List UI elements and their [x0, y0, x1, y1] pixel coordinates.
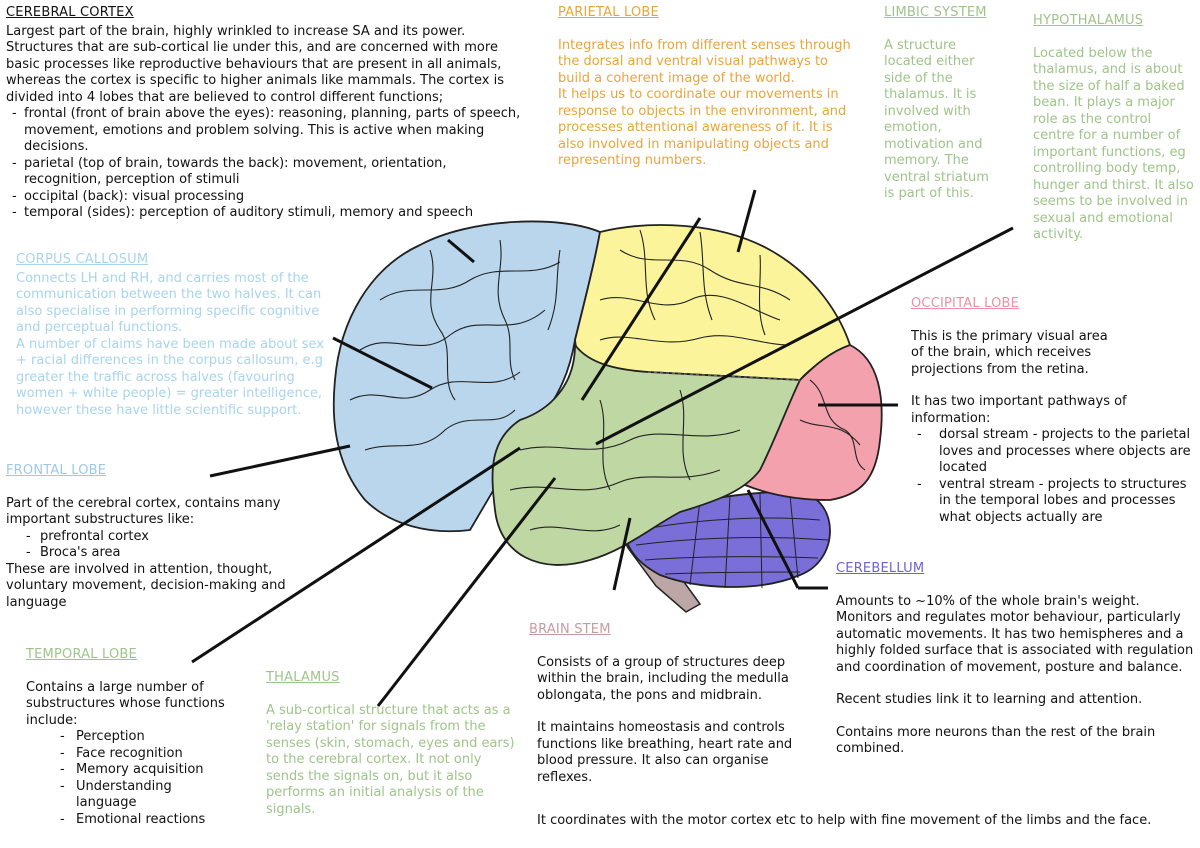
occipital-block: OCCIPITAL LOBE This is the primary visua…: [911, 296, 1197, 526]
thalamus-text: A sub-cortical structure that acts as a …: [266, 702, 515, 817]
cerebellum-text-2: Recent studies link it to learning and a…: [836, 692, 1143, 707]
cortex-item-occipital: occipital (back): visual processing: [6, 189, 526, 206]
thalamus-title: THALAMUS: [266, 670, 340, 685]
occipital-item-dorsal: dorsal stream - projects to the parietal…: [911, 427, 1197, 477]
thalamus-block: THALAMUS A sub-cortical structure that a…: [266, 670, 516, 818]
frontal-block: FRONTAL LOBE Part of the cerebral cortex…: [6, 463, 306, 611]
cerebellum-text-1: Amounts to ~10% of the whole brain's wei…: [836, 593, 1194, 675]
temporal-item-memory: Memory acquisition: [26, 762, 250, 779]
occipital-text-2: It has two important pathways of informa…: [911, 394, 1127, 426]
temporal-item-emotion: Emotional reactions: [26, 812, 250, 829]
temporal-item-face: Face recognition: [26, 746, 250, 763]
parietal-title: PARIETAL LOBE: [558, 5, 659, 20]
frontal-text-2: These are involved in attention, thought…: [6, 561, 286, 610]
corpus-block: CORPUS CALLOSUM Connects LH and RH, and …: [16, 252, 334, 419]
cerebellum-text-3: Contains more neurons than the rest of t…: [836, 724, 1156, 757]
stem-title: BRAIN STEM: [529, 622, 611, 637]
stem-text-1: Consists of a group of structures deep w…: [537, 654, 789, 703]
temporal-title: TEMPORAL LOBE: [26, 647, 137, 662]
occipital-item-ventral: ventral stream - projects to structures …: [911, 477, 1197, 527]
gyri-lines: [349, 229, 866, 532]
corpus-text-2: A number of claims have been made about …: [16, 336, 325, 418]
cortex-item-frontal: frontal (front of brain above the eyes):…: [6, 106, 526, 156]
frontal-title: FRONTAL LOBE: [6, 463, 107, 478]
limbic-text: A structure located either side of the t…: [884, 37, 989, 202]
cortex-list: frontal (front of brain above the eyes):…: [6, 106, 526, 222]
hypothalamus-text: Located below the thalamus, and is about…: [1033, 45, 1194, 243]
cortex-block: CEREBRAL CORTEX Largest part of the brai…: [6, 5, 526, 222]
cerebellum-block: CEREBELLUM Amounts to ~10% of the whole …: [836, 561, 1196, 758]
cortex-item-parietal: parietal (top of brain, towards the back…: [6, 156, 526, 189]
cerebellum-title: CEREBELLUM: [836, 561, 925, 576]
frontal-item-prefrontal: prefrontal cortex: [6, 529, 306, 546]
hypothalamus-block: HYPOTHALAMUS Located below the thalamus,…: [1033, 13, 1195, 244]
leader-lines: [191, 189, 1014, 707]
cortex-item-temporal: temporal (sides): perception of auditory…: [6, 205, 526, 222]
frontal-list: prefrontal cortex Broca's area: [6, 529, 306, 562]
parietal-text-2: It helps us to coordinate our movements …: [558, 87, 847, 168]
occipital-list: dorsal stream - projects to the parietal…: [911, 427, 1197, 526]
occipital-title: OCCIPITAL LOBE: [911, 296, 1020, 311]
cerebellum-folds: [635, 493, 829, 589]
limbic-block: LIMBIC SYSTEM A structure located either…: [884, 5, 1002, 203]
stem-text-2: It maintains homeostasis and controls fu…: [537, 720, 793, 785]
stem-block: BRAIN STEM Consists of a group of struct…: [529, 622, 819, 786]
temporal-item-language: Understanding language: [26, 779, 226, 812]
frontal-text-1: Part of the cerebral cortex, contains ma…: [6, 495, 281, 528]
frontal-item-broca: Broca's area: [6, 545, 306, 562]
parietal-block: PARIETAL LOBE Integrates info from diffe…: [558, 5, 860, 170]
occipital-text-1: This is the primary visual area of the b…: [911, 328, 1108, 377]
temporal-text: Contains a large number of substructures…: [26, 679, 225, 728]
corpus-title: CORPUS CALLOSUM: [16, 252, 149, 267]
corpus-text-1: Connects LH and RH, and carries most of …: [16, 270, 322, 336]
parietal-lobe-region: [574, 224, 852, 381]
temporal-list: Perception Face recognition Memory acqui…: [26, 729, 250, 828]
hypothalamus-title: HYPOTHALAMUS: [1033, 13, 1144, 28]
cortex-title: CEREBRAL CORTEX: [6, 5, 134, 20]
cortex-intro: Largest part of the brain, highly wrinkl…: [6, 23, 504, 105]
limbic-title: LIMBIC SYSTEM: [884, 5, 987, 20]
temporal-block: TEMPORAL LOBE Contains a large number of…: [26, 647, 250, 828]
parietal-text-1: Integrates info from different senses th…: [558, 37, 851, 86]
temporal-item-perception: Perception: [26, 729, 250, 746]
stem-text-3: It coordinates with the motor cortex etc…: [537, 813, 1152, 828]
